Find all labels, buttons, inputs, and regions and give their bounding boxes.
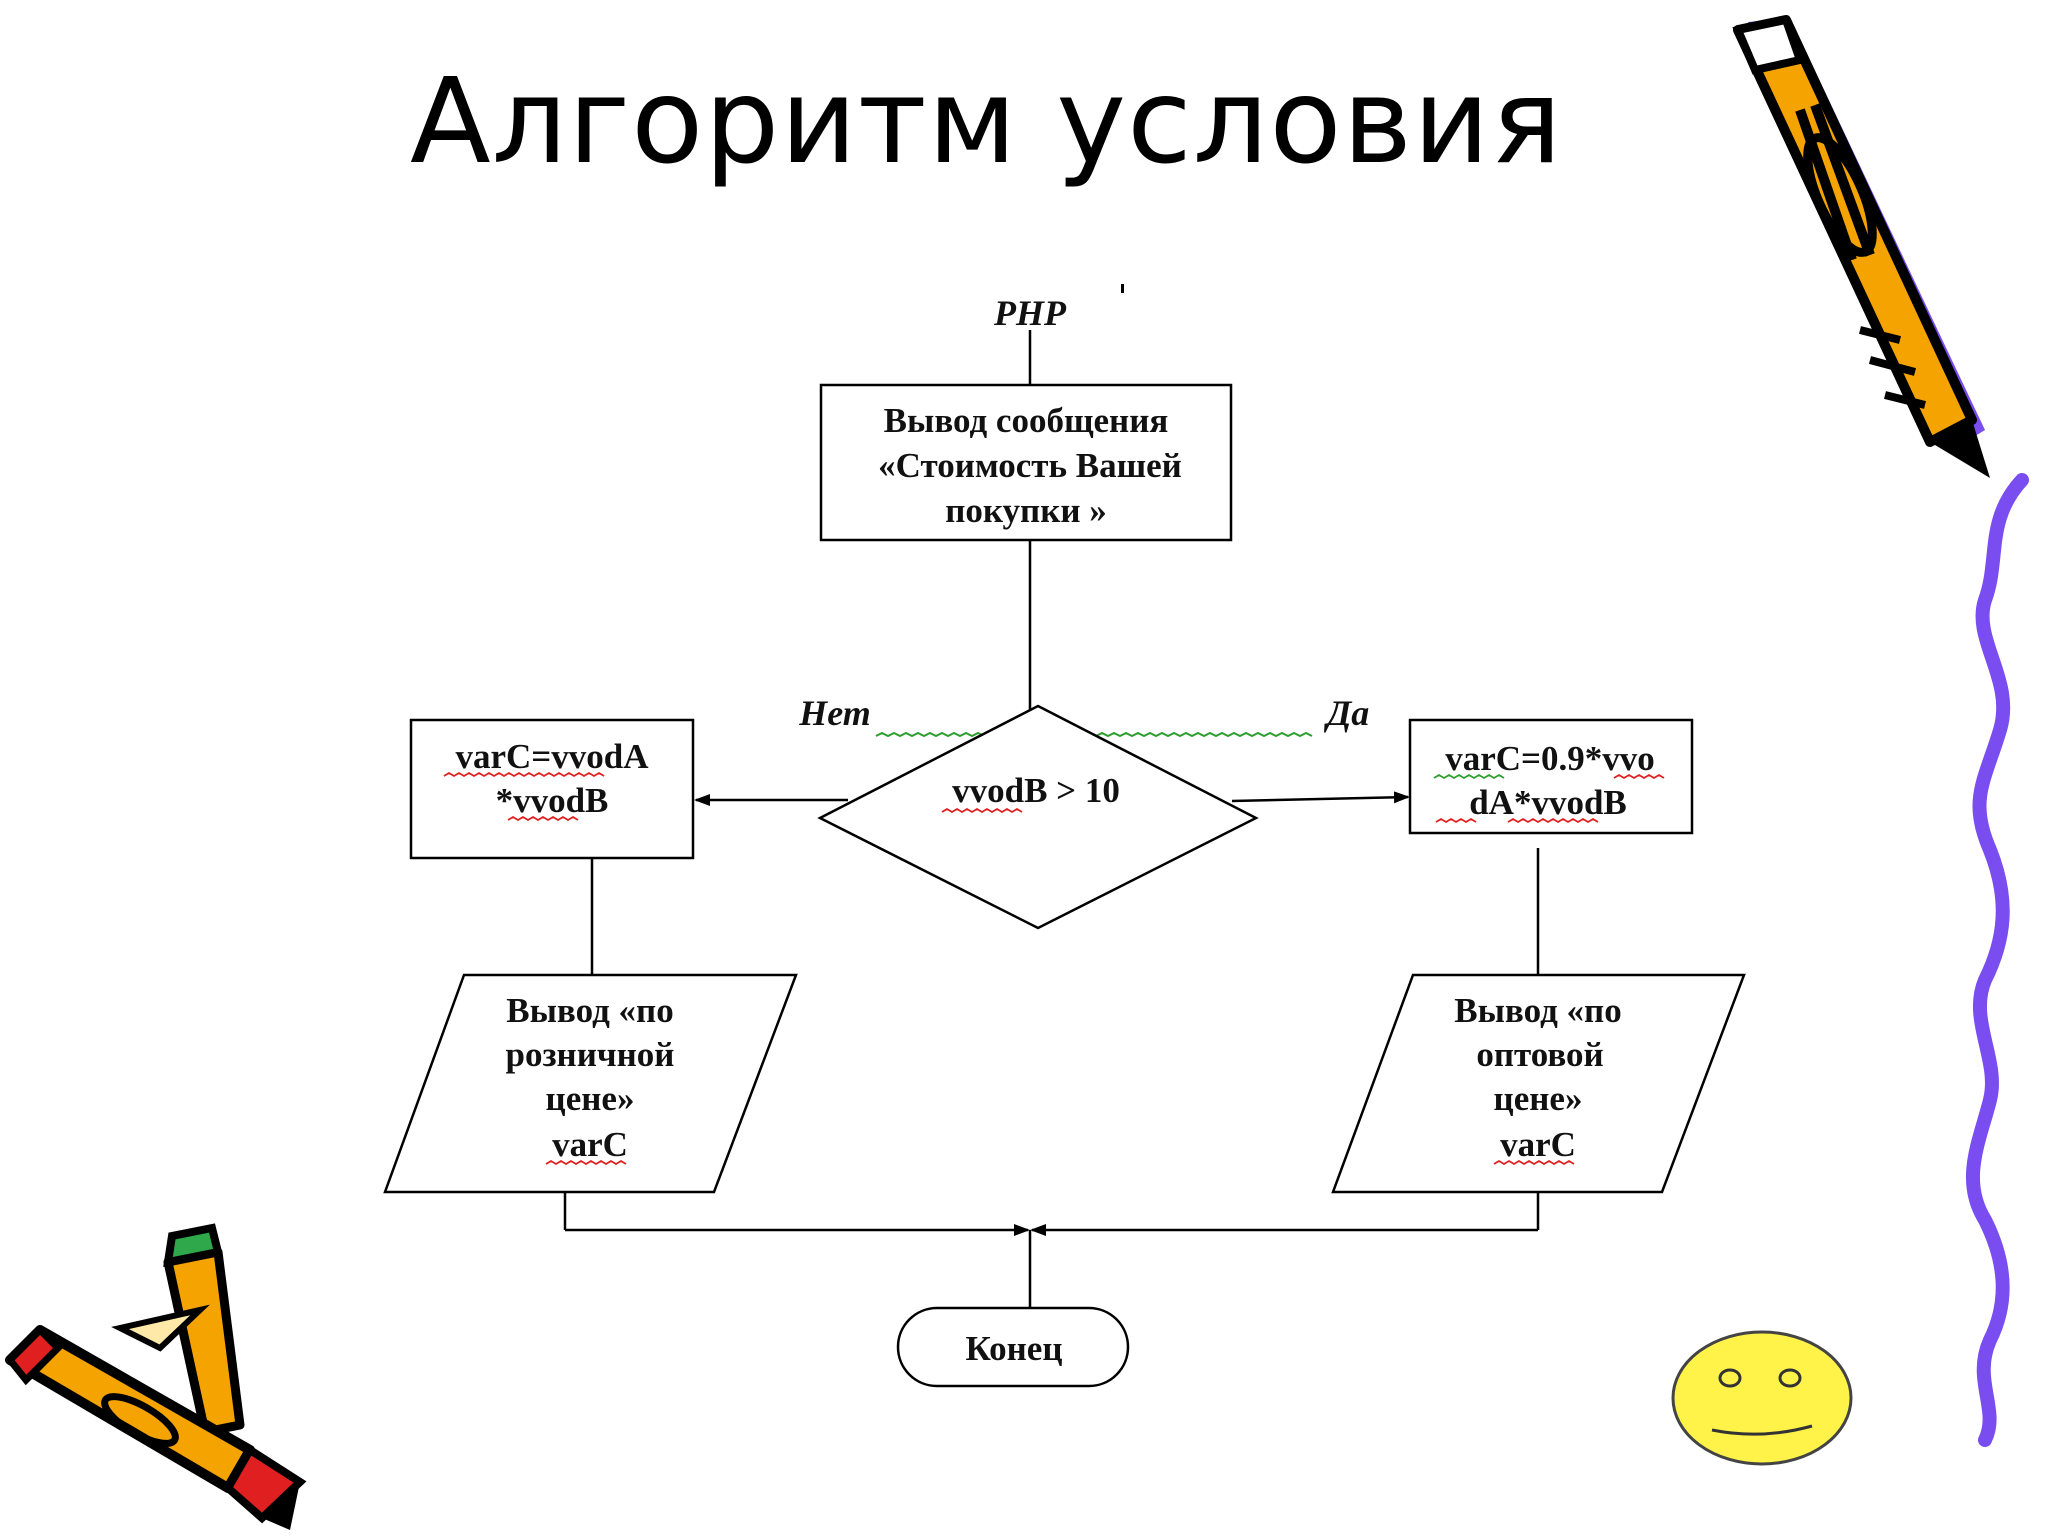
- output-yes-line-1: Вывод «по: [1454, 991, 1621, 1030]
- yes-branch-label: Да: [1324, 693, 1370, 733]
- end-label: Конец: [965, 1329, 1062, 1368]
- arrow-decision-to-yes: [1231, 791, 1410, 804]
- process-no-line-1: varC=vvodA: [456, 737, 650, 776]
- output-yes-line-3: цене»: [1494, 1079, 1583, 1118]
- process-no-box: [409, 718, 695, 860]
- squiggle-line-icon: [1965, 473, 2029, 1447]
- output-no-line-4: varC: [552, 1125, 628, 1164]
- pencils-bottom-left-icon: [5, 1223, 307, 1530]
- spellcheck-underline-decision: [941, 807, 1023, 814]
- output-message-box: [819, 383, 1233, 542]
- process-yes-line-2: dA*vvodB: [1469, 783, 1627, 822]
- process-yes-line-1: varC=0.9*vvo: [1445, 739, 1655, 778]
- decision-diamond: [817, 704, 1259, 930]
- spellcheck-underline-process-yes-3: [1507, 817, 1599, 824]
- spellcheck-underline-process-no-1: [443, 771, 605, 778]
- process-no-line-2: *vvodB: [496, 781, 609, 820]
- spellcheck-underline-process-yes-1: [1613, 773, 1665, 780]
- output-message-line-1: Вывод сообщения: [884, 401, 1169, 440]
- output-no-parallelogram: [383, 973, 798, 1194]
- no-branch-label: Нет: [798, 693, 871, 733]
- smiley-face-icon: [1671, 1330, 1853, 1466]
- output-yes-line-4: varC: [1500, 1125, 1576, 1164]
- output-yes-line-2: оптовой: [1476, 1035, 1603, 1074]
- spellcheck-underline-output-no: [545, 1159, 627, 1166]
- output-yes-parallelogram: [1331, 973, 1746, 1194]
- end-terminator: [896, 1306, 1130, 1388]
- connector-lines: [563, 330, 1540, 1308]
- grammar-underline-right: [1095, 731, 1313, 738]
- spellcheck-underline-process-no-2: [507, 815, 579, 822]
- spellcheck-underline-output-yes: [1493, 1159, 1575, 1166]
- start-label: PHP: [993, 293, 1067, 333]
- slide-title: Алгоритм условия: [410, 52, 1563, 190]
- output-message-line-2: «Стоимость Вашей: [878, 446, 1182, 485]
- pencil-top-right-icon: [1732, 15, 1990, 478]
- output-no-line-1: Вывод «по: [506, 991, 673, 1030]
- output-no-line-2: розничной: [506, 1035, 675, 1074]
- grammar-underline-process-yes: [1433, 773, 1505, 780]
- output-no-line-3: цене»: [546, 1079, 635, 1118]
- output-message-line-3: покупки »: [945, 491, 1107, 530]
- stray-mark: [1121, 284, 1124, 293]
- spellcheck-underline-process-yes-2: [1435, 817, 1477, 824]
- decision-text: vvodB > 10: [952, 771, 1120, 810]
